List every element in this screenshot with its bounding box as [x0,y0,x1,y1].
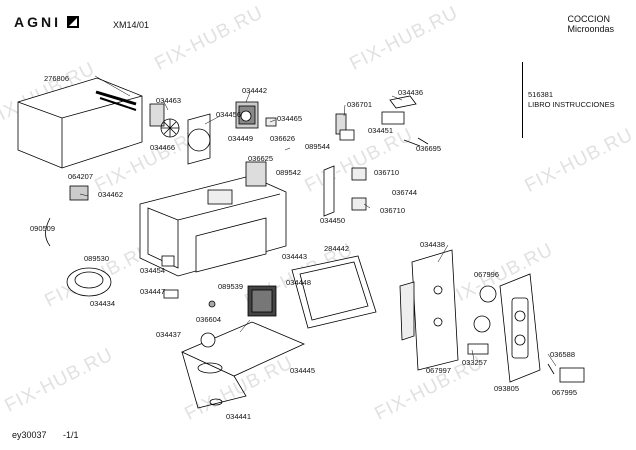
part-label: 034463 [156,96,182,105]
fan-assembly [149,103,211,165]
part-label: 034438 [420,240,446,249]
accessory-description: LIBRO INSTRUCCIONES [528,100,615,109]
part-label: 034449 [228,134,254,143]
part-label: 036710 [374,168,400,177]
part-label: 034443 [282,252,308,261]
model-number: XM14/01 [113,20,150,30]
transformer-top [235,101,277,129]
part-label: 093805 [494,384,520,393]
side-bracket [323,165,367,217]
brand-logo-text: AGNI [14,14,61,30]
part-label: 284442 [324,244,350,253]
part-label: 036626 [270,134,296,143]
base-plate [181,321,305,409]
part-label: 036744 [392,188,418,197]
part-label: 089544 [305,142,331,151]
part-label: 034454 [140,266,166,275]
control-panel [399,249,497,371]
part-label: 034434 [90,299,116,308]
part-label: 064207 [68,172,94,181]
part-label: 089542 [276,168,302,177]
front-panel [499,273,585,383]
part-label: 034436 [398,88,424,97]
part-label: 034447 [140,287,166,296]
part-label: 036695 [416,144,442,153]
part-label: 036710 [380,206,406,215]
outer-casing [17,77,143,169]
part-label: 034437 [156,330,182,339]
category-block: COCCION Microondas [567,14,614,34]
hv-transformer [208,285,277,317]
part-label: 067995 [552,388,578,397]
part-label: 036625 [248,154,274,163]
part-label: 036701 [347,100,373,109]
part-label: 036588 [550,350,576,359]
part-label: 033257 [462,358,488,367]
part-label: 089539 [218,282,244,291]
part-label: 089530 [84,254,110,263]
left-components [45,185,179,299]
door-frame [291,255,377,329]
door-switches [335,95,429,147]
part-label: 034456 [216,110,242,119]
part-label: 276806 [44,74,70,83]
part-label: 034462 [98,190,124,199]
part-label: 034465 [277,114,303,123]
page-indicator: -1/1 [63,430,79,440]
part-label: 034451 [368,126,394,135]
part-label: 034445 [290,366,316,375]
brand-mark-icon [67,16,79,28]
document-code: ey30037 [12,430,47,440]
category-subtitle: Microondas [567,24,614,34]
accessory-box [522,62,633,138]
part-label: 034466 [150,143,176,152]
part-label: 034441 [226,412,252,421]
part-label: 034450 [320,216,346,225]
accessory-part-number: 516381 [528,90,554,99]
oven-cavity [139,161,287,277]
part-label: 034442 [242,86,268,95]
part-label: 067997 [426,366,452,375]
brand-header: AGNI [14,14,79,30]
part-label: 090509 [30,224,56,233]
part-label: 036604 [196,315,222,324]
category-title: COCCION [567,14,610,24]
part-label: 067996 [474,270,500,279]
part-label: 034448 [286,278,312,287]
leader-lines [79,75,557,367]
